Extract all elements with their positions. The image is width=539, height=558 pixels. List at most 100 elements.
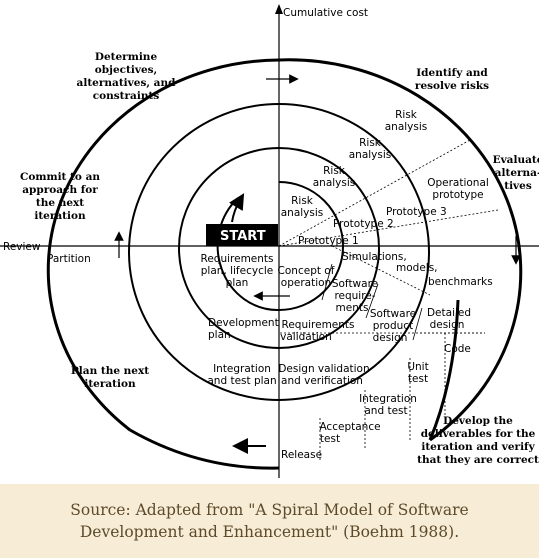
svg-text:analysis: analysis bbox=[385, 121, 428, 133]
svg-text:and test: and test bbox=[364, 405, 407, 417]
svg-text:design: design bbox=[373, 332, 408, 344]
svg-text:ments: ments bbox=[336, 302, 369, 314]
svg-text:analysis: analysis bbox=[349, 149, 392, 161]
spiral-bottom-arc bbox=[129, 428, 280, 470]
risk-analysis-1: Risk analysis bbox=[281, 195, 324, 219]
spiral-loop-1-left bbox=[216, 197, 280, 312]
quadrant-top-left: Determine objectives, alternatives, and … bbox=[77, 51, 177, 102]
start-label: START bbox=[220, 229, 266, 244]
operational-prototype: Operational prototype bbox=[427, 177, 489, 201]
quadrant-left: Commit to an approach for the next itera… bbox=[20, 171, 100, 222]
svg-text:operation: operation bbox=[281, 277, 331, 289]
svg-text:iteration and verify: iteration and verify bbox=[421, 441, 535, 453]
svg-text:prototype: prototype bbox=[432, 189, 483, 201]
simulations-line2: models, bbox=[396, 262, 438, 274]
svg-text:and test plan: and test plan bbox=[207, 375, 276, 387]
svg-text:Acceptance: Acceptance bbox=[319, 421, 380, 433]
svg-text:Plan the next: Plan the next bbox=[71, 365, 149, 377]
spiral-model-diagram: START Cumulative cost Review Partition D… bbox=[0, 0, 539, 484]
svg-text:approach for: approach for bbox=[22, 184, 98, 196]
svg-text:plan, lifecycle: plan, lifecycle bbox=[201, 265, 273, 277]
svg-text:tives: tives bbox=[504, 180, 532, 192]
start-box bbox=[206, 224, 278, 246]
svg-text:Risk: Risk bbox=[323, 165, 346, 177]
svg-text:Commit to an: Commit to an bbox=[20, 171, 100, 183]
svg-text:alternatives, and: alternatives, and bbox=[77, 77, 177, 89]
acceptance-test: Acceptance test bbox=[319, 421, 380, 445]
svg-text:product: product bbox=[373, 320, 413, 332]
svg-text:Software: Software bbox=[332, 278, 378, 290]
svg-text:the next: the next bbox=[36, 197, 84, 209]
caption-line-2: Development and Enhancement" (Boehm 1988… bbox=[79, 523, 460, 541]
vertical-axis-arrowhead bbox=[275, 4, 283, 14]
risk-analysis-4: Risk analysis bbox=[385, 109, 428, 133]
simulations-line3: benchmarks bbox=[428, 276, 493, 288]
spiral-loop-1 bbox=[278, 181, 344, 311]
prototype-3: Prototype 3 bbox=[386, 206, 447, 218]
svg-text:require-: require- bbox=[334, 290, 375, 302]
integration-test-plan: Integration and test plan bbox=[207, 363, 276, 387]
release-label: Release bbox=[281, 449, 322, 461]
svg-text:Evaluate: Evaluate bbox=[493, 154, 539, 166]
svg-text:test: test bbox=[320, 433, 340, 445]
software-product-design: Software product design bbox=[370, 308, 416, 344]
svg-text:analysis: analysis bbox=[313, 177, 356, 189]
svg-text:Detailed: Detailed bbox=[427, 307, 471, 319]
spiral-loop-4-left bbox=[46, 58, 280, 432]
requirements-divider bbox=[365, 283, 379, 319]
prototype-1: Prototype 1 bbox=[298, 235, 359, 247]
svg-text:resolve risks: resolve risks bbox=[415, 80, 489, 92]
svg-text:Software: Software bbox=[370, 308, 416, 320]
svg-text:validation: validation bbox=[280, 331, 332, 343]
svg-text:Identify and: Identify and bbox=[416, 67, 488, 79]
source-caption: Source: Adapted from "A Spiral Model of … bbox=[0, 484, 539, 558]
requirements-plan: Requirements plan, lifecycle plan bbox=[201, 253, 274, 289]
caption-line-1: Source: Adapted from "A Spiral Model of … bbox=[70, 501, 469, 519]
svg-text:iteration: iteration bbox=[34, 210, 86, 222]
dotted-guides bbox=[278, 139, 499, 462]
svg-text:plan: plan bbox=[226, 277, 249, 289]
svg-text:deliverables for the: deliverables for the bbox=[421, 428, 536, 440]
unit-test: Unit test bbox=[407, 361, 428, 385]
svg-text:Determine: Determine bbox=[95, 51, 158, 63]
svg-text:alterna-: alterna- bbox=[495, 167, 539, 179]
svg-text:test: test bbox=[408, 373, 428, 385]
start-curve-arrow bbox=[229, 193, 245, 223]
concept-of-operation: Concept of operation bbox=[278, 265, 335, 289]
svg-text:iteration: iteration bbox=[84, 378, 136, 390]
svg-text:that they are correct: that they are correct bbox=[417, 454, 539, 466]
svg-text:analysis: analysis bbox=[281, 207, 324, 219]
risk-analysis-2: Risk analysis bbox=[313, 165, 356, 189]
svg-text:design: design bbox=[430, 319, 465, 331]
svg-text:Risk: Risk bbox=[291, 195, 314, 207]
design-validation: Design validation and verification bbox=[278, 363, 369, 387]
svg-text:Integration: Integration bbox=[213, 363, 271, 375]
quadrant-top-right: Identify and resolve risks bbox=[415, 67, 489, 92]
spiral-diagram-svg: START Cumulative cost Review Partition D… bbox=[0, 4, 539, 478]
svg-text:objectives,: objectives, bbox=[95, 64, 157, 76]
svg-text:constraints: constraints bbox=[93, 90, 160, 102]
development-plan: Development plan bbox=[208, 317, 279, 341]
spiral-loop-2 bbox=[178, 147, 380, 350]
requirements-validation: Requirements validation bbox=[280, 319, 354, 343]
svg-text:Develop the: Develop the bbox=[443, 415, 513, 427]
integration-and-test: Integration and test bbox=[359, 393, 417, 417]
svg-text:Integration: Integration bbox=[359, 393, 417, 405]
svg-text:Unit: Unit bbox=[407, 361, 428, 373]
spiral-loop-3 bbox=[128, 103, 430, 402]
software-requirements: Software require- ments bbox=[332, 278, 378, 314]
spiral-outer-right bbox=[428, 299, 460, 441]
svg-text:Design validation: Design validation bbox=[278, 363, 369, 375]
concept-divider bbox=[321, 263, 333, 301]
detailed-design: Detailed design bbox=[427, 307, 471, 331]
spiral-loop-4 bbox=[278, 58, 523, 442]
svg-text:Requirements: Requirements bbox=[201, 253, 274, 265]
svg-text:Risk: Risk bbox=[395, 109, 418, 121]
quadrant-bottom-right: Develop the deliverables for the iterati… bbox=[417, 415, 539, 466]
cumulative-cost-label: Cumulative cost bbox=[283, 7, 368, 19]
quadrant-right: Evaluate alterna- tives bbox=[493, 154, 539, 192]
svg-text:Development: Development bbox=[208, 317, 279, 329]
partition-label: Partition bbox=[47, 253, 91, 265]
svg-text:Risk: Risk bbox=[359, 137, 382, 149]
product-design-divider bbox=[412, 307, 423, 341]
